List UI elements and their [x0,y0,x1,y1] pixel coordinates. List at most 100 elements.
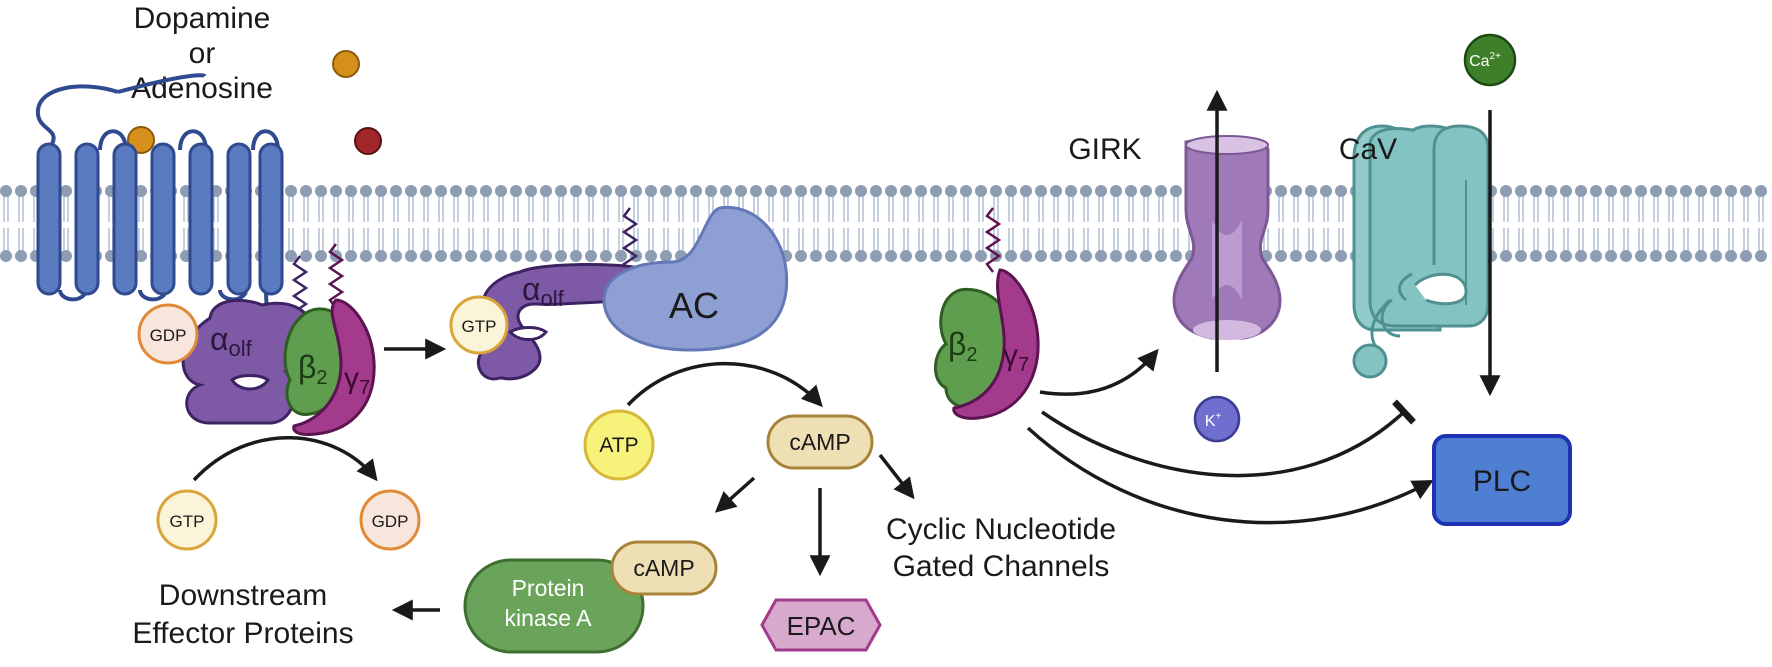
lipid-head [555,185,567,197]
lipid-tail [363,195,369,222]
lipid-tail [978,195,984,222]
lipid-tail [63,195,69,222]
lipid-tail [603,228,609,252]
lipid-head [1275,185,1287,197]
lipid-head [915,250,927,262]
lipid-tail [963,195,969,222]
cngc-label-line2: Gated Channels [893,550,1110,583]
lipid-head [405,185,417,197]
gamma7-free-label: γ7 [1003,339,1029,376]
lipid-tail [483,228,489,252]
adenylyl-cyclase: AC [602,205,789,352]
lipid-tail [1623,228,1629,252]
lipid-tail [1548,228,1554,252]
lipid-head [1725,250,1737,262]
lipid-tail [798,195,804,222]
lipid-tail [948,228,954,252]
lipid-tail [1518,195,1524,222]
lipid-tail [1113,228,1119,252]
lipid-tail [513,195,519,222]
lipid-tail [813,228,819,252]
lipid-tail [843,195,849,222]
lipid-head [1710,250,1722,262]
lipid-head [615,250,627,262]
lipid-tail [513,228,519,252]
lipid-tail [1608,195,1614,222]
lipid-tail [1743,228,1749,252]
lipid-tail [333,195,339,222]
lipid-head [525,250,537,262]
lipid-tail [1563,228,1569,252]
lipid-head [465,185,477,197]
ligand-label-line2: or [189,37,216,70]
lipid-tail [498,195,504,222]
lipid-tail [363,228,369,252]
lipid-head [495,250,507,262]
lipid-tail [1083,228,1089,252]
lipid-tail [408,228,414,252]
lipid-head [1005,185,1017,197]
lipid-head [780,185,792,197]
lipid-head [870,185,882,197]
lipid-tail [63,228,69,252]
lipid-head [1515,250,1527,262]
lipid-tail [3,195,9,222]
lipid-tail [1503,195,1509,222]
lipid-head [1275,250,1287,262]
lipid-head [495,185,507,197]
atp-to-camp-arrow [626,361,823,408]
lipid-tail [348,228,354,252]
lipid-tail [408,195,414,222]
lipid-head [420,185,432,197]
lipid-tail [813,195,819,222]
potassium-ion: K+ [1193,395,1241,443]
lipid-tail [1128,228,1134,252]
lipid-tail [1593,195,1599,222]
lipid-head [1125,250,1137,262]
lipid-head [135,250,147,262]
lipid-head [870,250,882,262]
lipid-head [1665,185,1677,197]
lipid-tail [318,228,324,252]
ligand-label-line3: Adenosine [131,72,273,105]
lipid-head [1065,250,1077,262]
gtp-free-node: GTP [156,489,218,551]
lipid-tail [1308,195,1314,222]
lipid-tail [1758,228,1764,252]
lipid-tail [1638,195,1644,222]
lipid-head [375,185,387,197]
lipid-head [1140,250,1152,262]
lipid-tail [573,228,579,252]
lipid-head [1020,250,1032,262]
lipid-head [315,185,327,197]
lipid-tail [423,195,429,222]
lipid-tail [1068,195,1074,222]
lipid-head [945,185,957,197]
lipid-head [1035,185,1047,197]
lipid-tail [1113,195,1119,222]
lipid-tail [573,195,579,222]
lipid-head [285,250,297,262]
lipid-head [930,185,942,197]
lipid-head [465,250,477,262]
plc-label: PLC [1473,465,1531,498]
lipid-tail [993,195,999,222]
lipid-tail [588,228,594,252]
lipid-tail [288,228,294,252]
lipid-tail [543,228,549,252]
lipid-head [1635,250,1647,262]
lipid-head [480,250,492,262]
lipid-head [60,185,72,197]
lipid-tail [1278,195,1284,222]
lipid-head [420,250,432,262]
lipid-tail [1728,195,1734,222]
lipid-head [1740,185,1752,197]
lipid-head [885,185,897,197]
lipid-tail [303,195,309,222]
lipid-head [660,250,672,262]
g-protein-heterotrimer: αolf β2 γ7 [181,298,376,436]
lipid-tail [768,195,774,222]
lipid-head [1320,185,1332,197]
lipid-head [675,185,687,197]
lipid-head [900,185,912,197]
